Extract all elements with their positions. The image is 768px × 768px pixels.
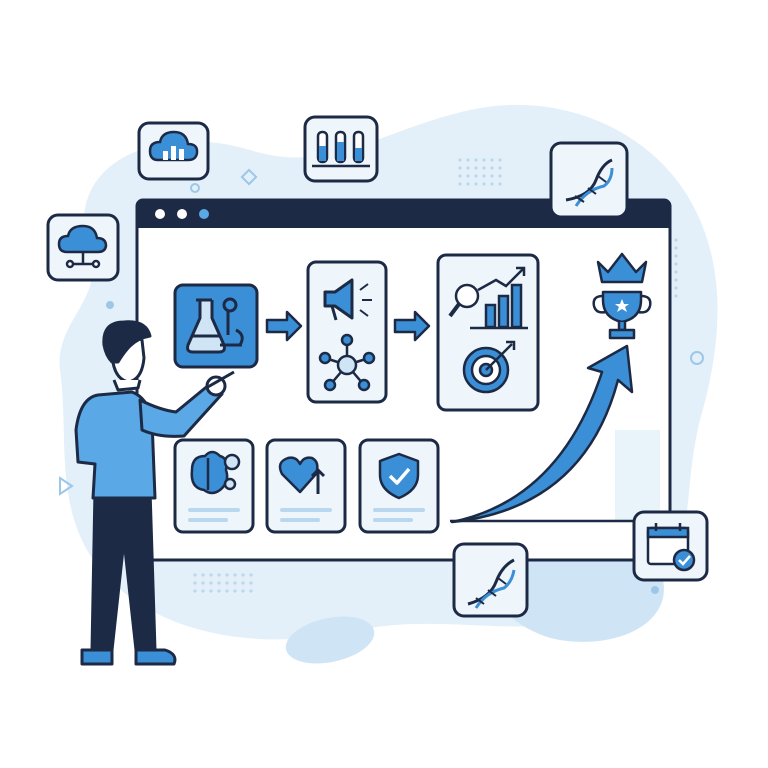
texture-dot — [474, 158, 478, 162]
texture-dot — [201, 589, 205, 593]
step-card-lab[interactable] — [173, 283, 259, 369]
texture-dot — [193, 573, 197, 577]
texture-dot — [249, 581, 253, 585]
texture-dot — [674, 238, 678, 242]
texture-dot — [482, 174, 486, 178]
texture-dot — [458, 166, 462, 170]
step-card-analytics[interactable] — [436, 253, 540, 412]
texture-dot — [674, 286, 678, 290]
person-presenter — [74, 320, 235, 666]
texture-dot — [217, 573, 221, 577]
texture-dot — [241, 581, 245, 585]
flow-arrow — [265, 310, 303, 342]
step-card-marketing[interactable] — [306, 260, 388, 404]
dna-icon — [565, 158, 614, 207]
texture-dot — [482, 166, 486, 170]
card-text-line — [280, 508, 332, 512]
lab-research-icon — [186, 297, 244, 354]
texture-dot — [474, 166, 478, 170]
texture-dot — [201, 581, 205, 585]
heart-growth-icon — [278, 456, 326, 494]
megaphone-icon — [323, 278, 372, 321]
texture-dot — [674, 270, 678, 274]
texture-dot — [466, 174, 470, 178]
texture-dot — [249, 589, 253, 593]
texture-dot — [490, 182, 494, 186]
texture-dot — [482, 182, 486, 186]
badge-dna-bottom[interactable] — [452, 542, 529, 618]
feature-card-shield[interactable] — [358, 438, 440, 534]
bar-chart-search-icon — [448, 266, 528, 330]
texture-dot — [490, 158, 494, 162]
texture-dot — [474, 182, 478, 186]
texture-dot — [241, 573, 245, 577]
texture-dot — [466, 158, 470, 162]
network-icon — [318, 333, 376, 392]
growth-arrow — [450, 344, 660, 524]
cloud-chart-icon — [148, 130, 199, 162]
window-control-dot[interactable] — [199, 209, 209, 219]
badge-calendar[interactable] — [632, 510, 709, 582]
texture-dot — [209, 581, 213, 585]
texture-dot — [674, 278, 678, 282]
card-text-line — [188, 508, 240, 512]
texture-dot — [249, 573, 253, 577]
card-text-line — [280, 518, 320, 522]
card-text-line — [373, 518, 413, 522]
flow-arrow — [393, 310, 431, 342]
texture-dot — [482, 158, 486, 162]
badge-test-tubes[interactable] — [303, 115, 379, 183]
texture-dot — [225, 589, 229, 593]
texture-dot — [233, 589, 237, 593]
badge-cloud-chart[interactable] — [137, 121, 210, 181]
texture-dot — [498, 158, 502, 162]
texture-dot — [466, 182, 470, 186]
brain-gears-icon — [190, 450, 241, 495]
texture-dot — [490, 166, 494, 170]
cloud-network-icon — [57, 224, 108, 269]
texture-dot — [233, 573, 237, 577]
crowned-trophy-icon — [592, 252, 652, 340]
texture-dot — [490, 174, 494, 178]
texture-dot — [458, 158, 462, 162]
texture-dot — [674, 294, 678, 298]
texture-dot — [674, 262, 678, 266]
texture-dot — [674, 246, 678, 250]
card-text-line — [373, 508, 425, 512]
texture-dot — [217, 589, 221, 593]
shield-check-icon — [378, 452, 420, 500]
texture-dot — [209, 589, 213, 593]
window-control-dot[interactable] — [177, 209, 187, 219]
dna-icon — [467, 558, 516, 609]
test-tubes-icon — [312, 130, 370, 168]
decor-marks — [59, 168, 704, 594]
window-control-dot[interactable] — [155, 209, 165, 219]
texture-dot — [466, 166, 470, 170]
texture-dot — [225, 573, 229, 577]
texture-dot — [233, 581, 237, 585]
texture-dot — [193, 589, 197, 593]
texture-dot — [193, 581, 197, 585]
feature-card-heart[interactable] — [265, 438, 347, 534]
texture-dot — [225, 581, 229, 585]
feature-card-brain[interactable] — [173, 438, 255, 534]
badge-dna-top[interactable] — [549, 141, 629, 219]
texture-dot — [217, 581, 221, 585]
texture-dot — [209, 573, 213, 577]
texture-dot — [201, 573, 205, 577]
texture-dot — [498, 182, 502, 186]
texture-dot — [674, 254, 678, 258]
texture-dot — [458, 174, 462, 178]
texture-dot — [498, 166, 502, 170]
card-text-line — [188, 518, 228, 522]
calendar-check-icon — [646, 523, 696, 572]
texture-dot — [241, 589, 245, 593]
texture-dot — [498, 174, 502, 178]
texture-dot — [458, 182, 462, 186]
target-icon — [462, 340, 516, 394]
badge-cloud-network[interactable] — [46, 213, 120, 282]
texture-dot — [474, 174, 478, 178]
